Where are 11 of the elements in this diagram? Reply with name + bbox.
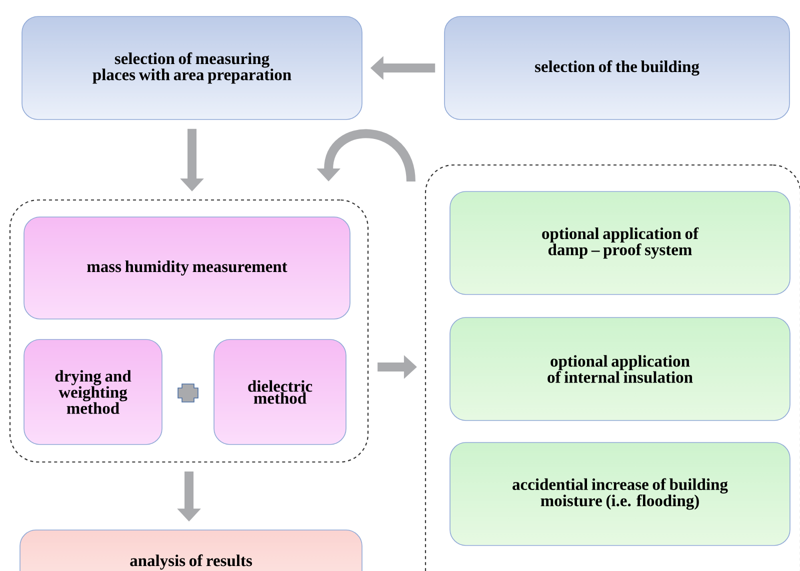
dashed-group-box	[424, 164, 800, 571]
process-box: optional application of damp – proof system	[450, 191, 790, 295]
process-box: mass humidity measurement	[24, 216, 350, 320]
process-box: selection of measuring places with area preparation	[22, 16, 362, 120]
dashed-group-box	[9, 199, 369, 463]
process-box: dielectric method	[214, 339, 346, 445]
process-box: selection of the building	[444, 16, 790, 120]
process-box: accidential increase of building moisture (i.e. flooding)	[450, 442, 790, 546]
process-box: optional application of internal insulation	[450, 317, 790, 421]
process-box: drying and weighting method	[24, 339, 162, 445]
process-box: analysis of results	[20, 530, 362, 571]
